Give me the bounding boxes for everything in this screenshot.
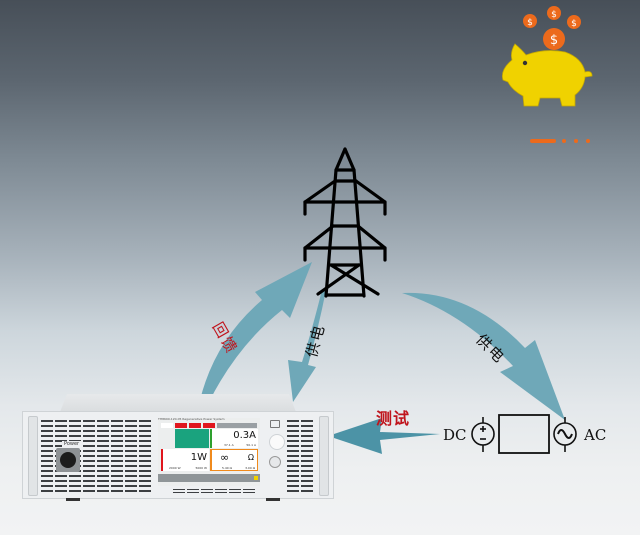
ac-source-icon [553,417,577,452]
usb-icon [270,420,280,428]
tab[interactable] [203,423,215,428]
power-panel: 1W 2000 W 5000 W [161,449,209,471]
sub-power-b: 5000 W [195,466,207,470]
feedback-arrow [200,262,312,400]
warning-icon [254,476,258,480]
coin-icon: $ [547,6,561,20]
tab-bar-fill [217,423,257,428]
resistance-panel: ∞ Ω 5.40 Ω 3.00 Ω [210,449,258,471]
control-knob[interactable] [269,434,285,450]
svg-text:$: $ [551,10,557,20]
sub-res-b: 3.00 Ω [245,466,255,470]
status-bar [158,474,260,482]
dc-source-icon [471,417,495,452]
ac-label: AC [584,426,607,444]
device-front: Power TH8690-120-05 Regenerative Power S… [22,411,334,499]
supply-arrow-right [402,292,565,420]
device-foot [66,498,80,501]
coin-icon: $ [543,28,565,50]
tab[interactable] [189,423,201,428]
tab-active[interactable] [161,423,173,428]
coin-icon: $ [523,14,537,28]
screen-vents [173,489,257,494]
regenerative-power-system: Power TH8690-120-05 Regenerative Power S… [22,394,334,504]
sub-power-a: 2000 W [169,466,181,470]
resistance-infinity: ∞ [220,451,230,464]
device-top [60,394,296,412]
device-title: TH8690-120-05 Regenerative Power System [158,417,225,421]
test-arrow [328,418,440,454]
power-label: Power [62,441,82,447]
tab[interactable] [175,423,187,428]
current-panel: 0.3A 37.1 A 50.1 A [210,429,258,448]
keypad-icon[interactable] [269,456,281,468]
dc-label: DC [443,426,467,444]
converter-box [498,414,550,454]
svg-text:$: $ [527,18,533,28]
svg-text:$: $ [550,33,558,48]
current-reading: 0.3A [233,430,256,441]
device-display: TH8690-120-05 Regenerative Power System … [158,417,260,486]
device-foot [266,498,280,501]
resistance-unit: Ω [247,453,254,462]
sub-current-a: 37.1 A [224,443,234,447]
coin-icon: $ [567,15,581,29]
svg-text:$: $ [571,19,577,29]
power-knob[interactable] [60,452,76,468]
screen-tabs [161,423,257,428]
power-switch[interactable] [56,448,80,472]
left-handle [28,416,38,496]
power-reading: 1W [190,452,207,463]
right-handle [319,416,329,496]
sub-current-b: 50.1 A [246,443,256,447]
green-grid [175,429,209,448]
piggy-bank-icon [502,43,593,107]
right-vents [287,420,315,492]
slide-indicator [530,139,590,143]
supply-arrow-left [288,290,326,402]
test-label: 测试 [376,409,411,428]
sub-res-a: 5.40 Ω [222,466,232,470]
